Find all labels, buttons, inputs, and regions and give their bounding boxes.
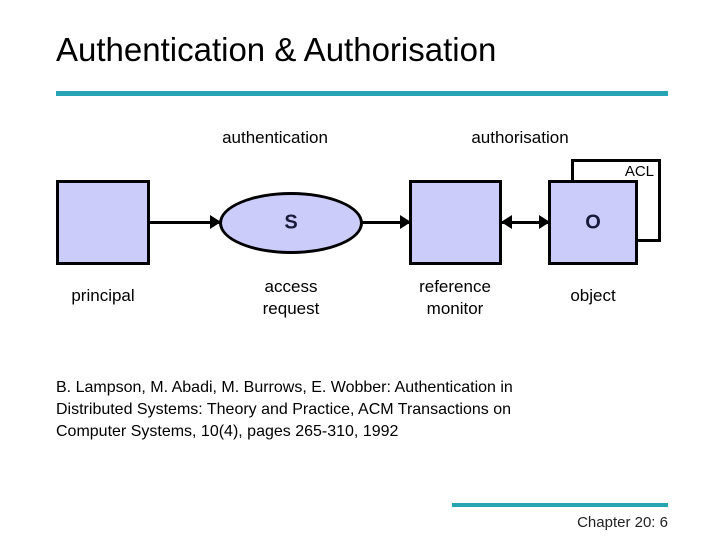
caption-access-request-line1: access xyxy=(264,277,318,296)
stage-label-authentication: authentication xyxy=(222,128,328,147)
citation-line-3: Computer Systems, 10(4), pages 265-310, … xyxy=(56,423,399,440)
page-title: Authentication & Authorisation xyxy=(56,31,497,68)
footer-page-label: Chapter 20: 6 xyxy=(577,514,668,531)
citation-line-1: B. Lampson, M. Abadi, M. Burrows, E. Wob… xyxy=(56,379,513,396)
title-divider xyxy=(56,91,668,96)
principal-box xyxy=(56,180,150,265)
citation-block: B. Lampson, M. Abadi, M. Burrows, E. Wob… xyxy=(56,377,656,443)
reference-monitor-box xyxy=(409,180,502,265)
caption-principal: principal xyxy=(71,286,135,305)
arrowhead-to-object-icon xyxy=(539,215,550,229)
caption-access-request-line2: request xyxy=(262,299,320,318)
arrowhead-to-monitor-icon xyxy=(400,215,411,229)
caption-reference-monitor: reference monitor xyxy=(388,276,522,320)
connector-subject-to-monitor xyxy=(359,221,412,224)
object-glyph: O xyxy=(585,211,601,233)
caption-reference-monitor-line2: monitor xyxy=(426,299,484,318)
caption-access-request: access request xyxy=(224,276,358,320)
caption-object: object xyxy=(570,286,616,305)
stage-label-authorisation: authorisation xyxy=(471,128,569,147)
connector-monitor-to-object xyxy=(501,221,551,224)
arrowhead-to-subject-icon xyxy=(210,215,221,229)
object-box: O xyxy=(548,180,638,265)
arrowhead-to-monitor-back-icon xyxy=(501,215,512,229)
connector-principal-to-subject xyxy=(150,221,222,224)
subject-glyph: S xyxy=(284,211,298,234)
subject-ellipse: S xyxy=(219,192,363,254)
caption-reference-monitor-line1: reference xyxy=(419,277,491,296)
citation-line-2: Distributed Systems: Theory and Practice… xyxy=(56,401,512,418)
footer-divider xyxy=(452,503,668,507)
acl-label: ACL xyxy=(624,163,654,180)
